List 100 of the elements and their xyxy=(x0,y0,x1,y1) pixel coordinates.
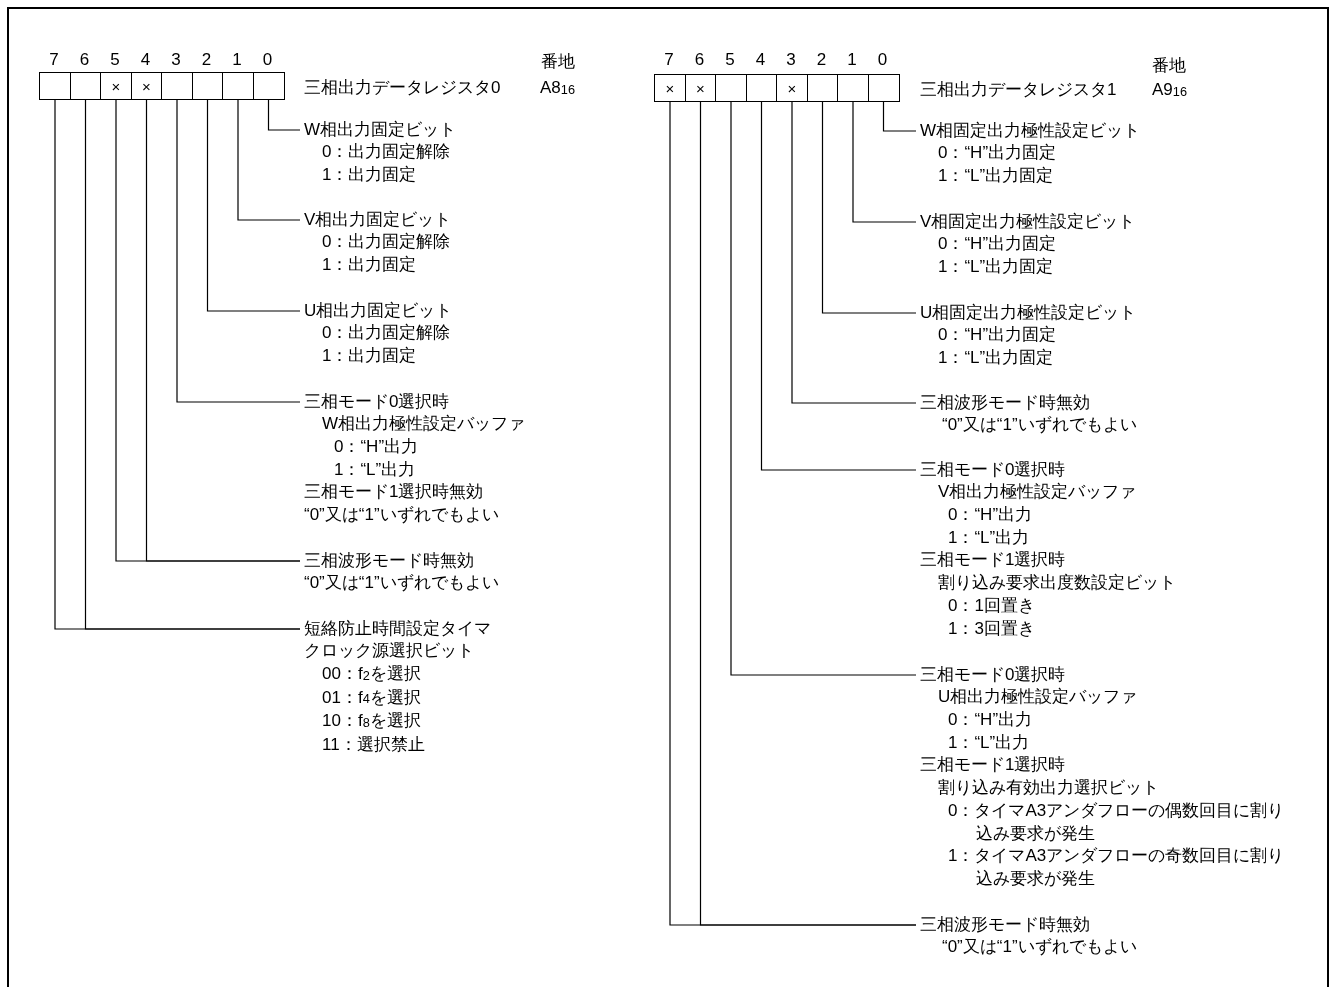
address-heading: 番地 xyxy=(541,52,575,72)
bit-description-heading: U相固定出力極性設定ビット xyxy=(920,301,1137,324)
bit-number: 1 xyxy=(232,50,242,70)
bit-number: 2 xyxy=(816,50,827,70)
leader-line xyxy=(267,99,301,131)
bit-description-text: 1：“L”出力 xyxy=(948,526,1031,549)
bit-description-text: 0：出力固定解除 xyxy=(322,141,452,164)
bit-description-text: 三相モード1選択時 xyxy=(920,549,1067,572)
leader-line xyxy=(821,101,917,314)
bit-description-heading: 三相波形モード時無効 xyxy=(304,549,475,572)
bit-description-text: 0：タイマA3アンダフローの偶数回目に割り込み要求が発生 xyxy=(948,799,1286,845)
bit-description-text: 0：1回置き xyxy=(948,594,1036,617)
leader-line xyxy=(176,99,301,403)
address-heading: 番地 xyxy=(1152,56,1186,76)
bit-description-text: クロック源選択ビット xyxy=(304,640,475,663)
leader-line xyxy=(852,101,917,223)
bit-cell xyxy=(222,72,254,100)
bit-description-heading: V相固定出力極性設定ビット xyxy=(920,210,1136,233)
bit-cell xyxy=(684,74,717,102)
bit-cell xyxy=(654,74,686,102)
bit-cell xyxy=(867,74,900,102)
leader-line xyxy=(730,101,917,676)
bit-description-heading: 三相モード0選択時 xyxy=(304,390,451,413)
bit-cell xyxy=(191,72,224,100)
bit-number: 5 xyxy=(110,50,120,70)
bit-description-heading: W相固定出力極性設定ビット xyxy=(920,119,1141,142)
bit-cell xyxy=(715,74,747,102)
bit-description-text: 0：“H”出力 xyxy=(948,709,1034,732)
bit-description-heading: 三相モード0選択時 xyxy=(920,458,1067,481)
reserved-mark: × xyxy=(787,80,797,96)
bit-description-text: 三相モード1選択時 xyxy=(920,754,1067,777)
bit-description-heading: 三相波形モード時無効 xyxy=(920,391,1091,414)
bit-description-text: 0：“H”出力固定 xyxy=(938,233,1058,256)
bit-cell xyxy=(745,74,778,102)
bit-description-text: 三相モード1選択時無効 xyxy=(304,481,485,504)
bit-number: 4 xyxy=(755,50,766,70)
reserved-mark: × xyxy=(665,80,675,96)
register-name: 三相出力データレジスタ0 xyxy=(304,78,501,98)
bit-description-text: W相出力極性設定バッファ xyxy=(322,413,526,436)
leader-line xyxy=(760,101,917,471)
bit-description-text: 1：出力固定 xyxy=(322,254,418,277)
bit-number: 3 xyxy=(786,50,796,70)
bit-description-text: V相出力極性設定バッファ xyxy=(938,481,1138,504)
reserved-mark: × xyxy=(111,78,121,94)
bit-cell xyxy=(252,72,285,100)
bit-description-text: 1：“L”出力固定 xyxy=(938,256,1055,279)
bit-description-text: 0：“H”出力固定 xyxy=(938,142,1058,165)
bit-number: 5 xyxy=(725,50,735,70)
bit-cell xyxy=(161,72,193,100)
bit-description-text: “0”又は“1”いずれでもよい xyxy=(304,572,499,595)
bit-number: 7 xyxy=(664,50,674,70)
leader-line xyxy=(882,101,917,132)
bit-description-text: “0”又は“1”いずれでもよい xyxy=(304,504,500,527)
bit-description-heading: U相出力固定ビット xyxy=(304,299,453,322)
bit-description-text: 1：3回置き xyxy=(948,617,1036,640)
bit-description-heading: 短絡防止時間設定タイマ xyxy=(304,617,491,640)
bit-cell xyxy=(69,72,102,100)
bit-description-text: “0”又は“1”いずれでもよい xyxy=(942,414,1137,437)
leader-line xyxy=(237,99,301,221)
bit-description-text: 1：“L”出力 xyxy=(334,458,417,481)
leader-line xyxy=(115,99,301,562)
bit-description-text: 0：出力固定解除 xyxy=(322,322,452,345)
bit-description-text: 0：“H”出力固定 xyxy=(938,324,1058,347)
bit-description-heading: 三相モード0選択時 xyxy=(920,663,1067,686)
bit-description-text: 1：“L”出力固定 xyxy=(938,347,1055,370)
bit-description-text: U相出力極性設定バッファ xyxy=(938,686,1139,709)
bit-description-heading: W相出力固定ビット xyxy=(304,118,457,141)
bit-description-text: 11：選択禁止 xyxy=(322,734,426,757)
bit-number: 0 xyxy=(877,50,888,70)
bit-cell xyxy=(130,72,163,100)
bit-cell xyxy=(39,72,71,100)
bit-description-text: 割り込み要求出度数設定ビット xyxy=(938,572,1176,595)
bit-description-text: 1：タイマA3アンダフローの奇数回目に割り込み要求が発生 xyxy=(948,845,1286,890)
register-name: 三相出力データレジスタ1 xyxy=(920,80,1117,100)
bit-number: 2 xyxy=(201,50,212,70)
bit-description-text: 1：“L”出力 xyxy=(948,731,1031,754)
bit-description-text: 1：“L”出力固定 xyxy=(938,165,1055,188)
bit-number: 6 xyxy=(79,50,90,70)
bit-cell xyxy=(806,74,839,102)
bit-number: 3 xyxy=(171,50,181,70)
bit-description-text: 0：出力固定解除 xyxy=(322,231,452,254)
bit-number: 6 xyxy=(694,50,705,70)
bit-description-text: 0：“H”出力 xyxy=(334,436,420,459)
bit-number: 0 xyxy=(262,50,273,70)
bit-cell xyxy=(837,74,869,102)
leader-line xyxy=(791,101,917,404)
bit-description-text: 割り込み有効出力選択ビット xyxy=(938,777,1160,800)
reserved-mark: × xyxy=(142,78,151,94)
bit-number: 7 xyxy=(49,50,59,70)
bit-description-text: 1：出力固定 xyxy=(322,164,418,187)
bit-number: 1 xyxy=(847,50,857,70)
bit-description-heading: V相出力固定ビット xyxy=(304,208,452,231)
bit-description-heading: 三相波形モード時無効 xyxy=(920,913,1091,936)
reserved-mark: × xyxy=(696,80,705,96)
bit-number: 4 xyxy=(140,50,151,70)
bit-description-text: “0”又は“1”いずれでもよい xyxy=(942,936,1137,959)
bit-cell xyxy=(776,74,808,102)
leader-line xyxy=(206,99,301,312)
bit-cell xyxy=(100,72,132,100)
bit-description-text: 0：“H”出力 xyxy=(948,504,1034,527)
